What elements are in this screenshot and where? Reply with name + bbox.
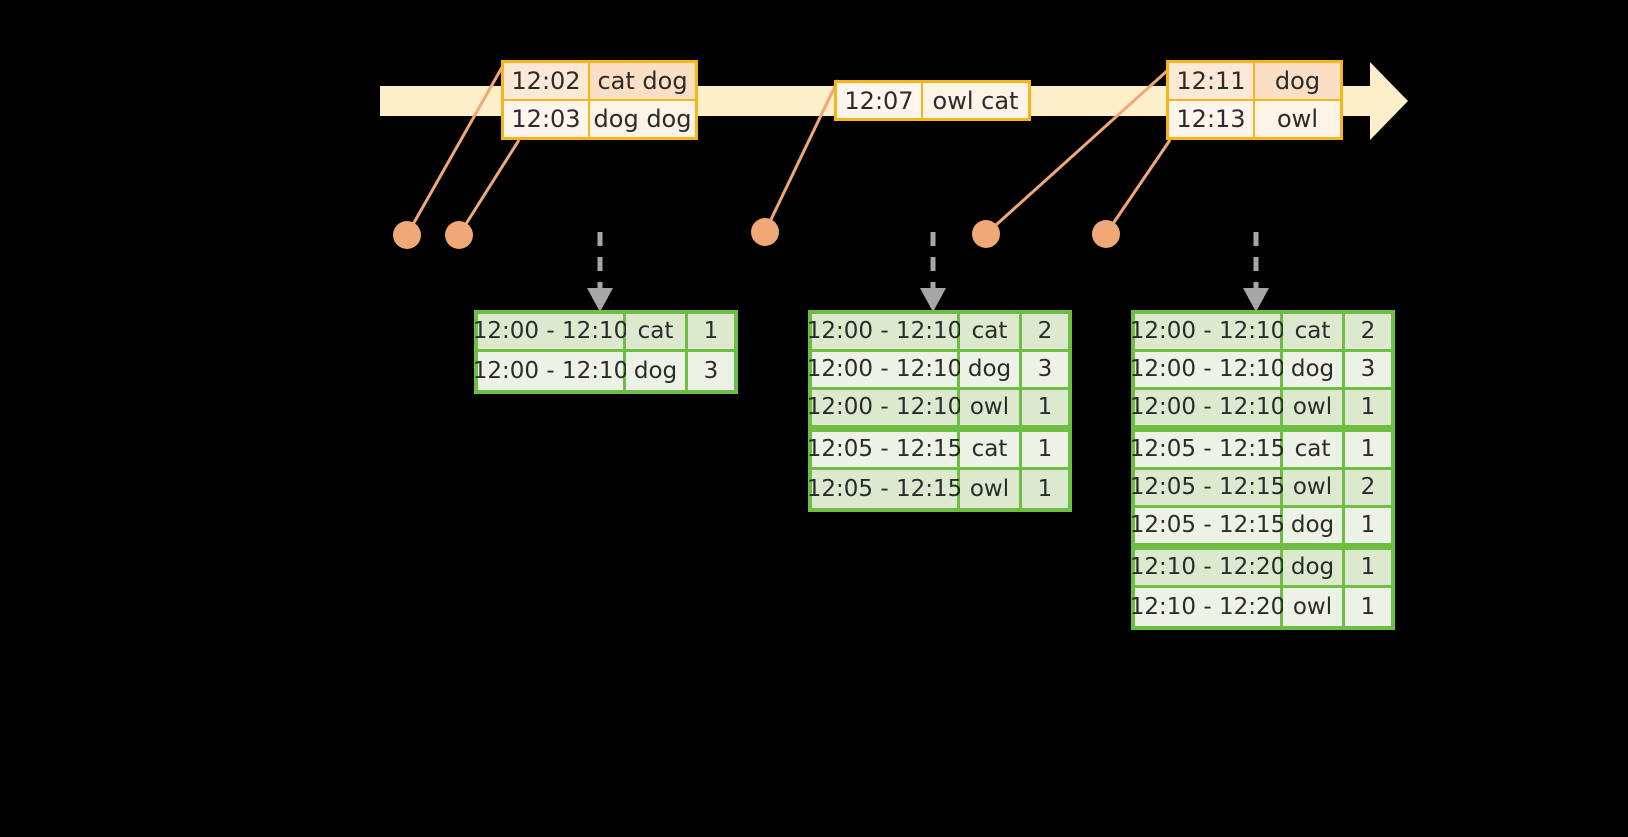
event-dot-5 bbox=[1092, 220, 1120, 248]
cell-window: 12:05 - 12:15 bbox=[1130, 508, 1285, 546]
event-time: 12:11 bbox=[1169, 63, 1255, 99]
event-value: cat dog bbox=[590, 63, 695, 99]
event-value: owl cat bbox=[923, 83, 1028, 118]
cell-key: owl bbox=[1283, 588, 1345, 626]
cell-key: dog bbox=[1283, 508, 1345, 546]
event-dot-1 bbox=[393, 221, 421, 249]
event-row[interactable]: 12:02 cat dog bbox=[504, 63, 695, 99]
cell-count: 1 bbox=[1022, 390, 1068, 428]
event-value: dog bbox=[1255, 63, 1340, 99]
event-time: 12:02 bbox=[504, 63, 590, 99]
cell-key: cat bbox=[960, 432, 1022, 470]
cell-key: dog bbox=[626, 352, 688, 390]
cell-window: 12:00 - 12:10 bbox=[473, 352, 628, 390]
cell-key: owl bbox=[960, 470, 1022, 508]
cell-count: 1 bbox=[1345, 508, 1391, 546]
cell-window: 12:00 - 12:10 bbox=[473, 314, 628, 352]
cell-count: 1 bbox=[688, 314, 734, 352]
event-group-1[interactable]: 12:02 cat dog 12:03 dog dog bbox=[501, 60, 698, 140]
cell-count: 1 bbox=[1345, 550, 1391, 588]
emit-arrows bbox=[587, 232, 1269, 312]
event-dot-3 bbox=[751, 218, 779, 246]
cell-key: cat bbox=[960, 314, 1022, 352]
cell-count: 3 bbox=[1345, 352, 1391, 390]
cell-window: 12:05 - 12:15 bbox=[807, 432, 962, 470]
cell-count: 1 bbox=[1345, 588, 1391, 626]
cell-window: 12:00 - 12:10 bbox=[1130, 390, 1285, 428]
event-group-3[interactable]: 12:11 dog 12:13 owl bbox=[1166, 60, 1343, 140]
event-row[interactable]: 12:07 owl cat bbox=[837, 83, 1028, 118]
cell-count: 1 bbox=[1345, 390, 1391, 428]
cell-count: 2 bbox=[1345, 470, 1391, 508]
event-time: 12:13 bbox=[1169, 101, 1255, 137]
cell-key: cat bbox=[1283, 314, 1345, 352]
cell-count: 1 bbox=[1022, 432, 1068, 470]
cell-key: cat bbox=[626, 314, 688, 352]
cell-count: 2 bbox=[1345, 314, 1391, 352]
cell-key: dog bbox=[1283, 352, 1345, 390]
event-time: 12:07 bbox=[837, 83, 923, 118]
event-dot-4 bbox=[972, 220, 1000, 248]
cell-window: 12:00 - 12:10 bbox=[807, 390, 962, 428]
event-value: dog dog bbox=[590, 101, 695, 137]
cell-count: 3 bbox=[1022, 352, 1068, 390]
cell-count: 1 bbox=[1345, 432, 1391, 470]
cell-count: 3 bbox=[688, 352, 734, 390]
event-row[interactable]: 12:11 dog bbox=[1169, 63, 1340, 99]
cell-key: owl bbox=[960, 390, 1022, 428]
emit-arrow-1 bbox=[587, 232, 613, 312]
cell-window: 12:05 - 12:15 bbox=[1130, 470, 1285, 508]
event-dots bbox=[393, 218, 1120, 249]
emit-arrow-2 bbox=[920, 232, 946, 312]
event-group-2[interactable]: 12:07 owl cat bbox=[834, 80, 1031, 121]
event-dot-2 bbox=[445, 221, 473, 249]
cell-count: 2 bbox=[1022, 314, 1068, 352]
cell-window: 12:00 - 12:10 bbox=[1130, 352, 1285, 390]
cell-window: 12:00 - 12:10 bbox=[807, 352, 962, 390]
cell-window: 12:05 - 12:15 bbox=[807, 470, 962, 508]
emit-arrow-3 bbox=[1243, 232, 1269, 312]
cell-key: dog bbox=[1283, 550, 1345, 588]
event-time: 12:03 bbox=[504, 101, 590, 137]
cell-count: 1 bbox=[1022, 470, 1068, 508]
cell-window: 12:10 - 12:20 bbox=[1130, 588, 1285, 626]
cell-key: dog bbox=[960, 352, 1022, 390]
cell-key: owl bbox=[1283, 390, 1345, 428]
cell-window: 12:10 - 12:20 bbox=[1130, 550, 1285, 588]
event-row[interactable]: 12:03 dog dog bbox=[504, 99, 695, 137]
cell-window: 12:00 - 12:10 bbox=[1130, 314, 1285, 352]
cell-key: cat bbox=[1283, 432, 1345, 470]
cell-window: 12:05 - 12:15 bbox=[1130, 432, 1285, 470]
cell-key: owl bbox=[1283, 470, 1345, 508]
event-row[interactable]: 12:13 owl bbox=[1169, 99, 1340, 137]
cell-window: 12:00 - 12:10 bbox=[807, 314, 962, 352]
event-value: owl bbox=[1255, 101, 1340, 137]
